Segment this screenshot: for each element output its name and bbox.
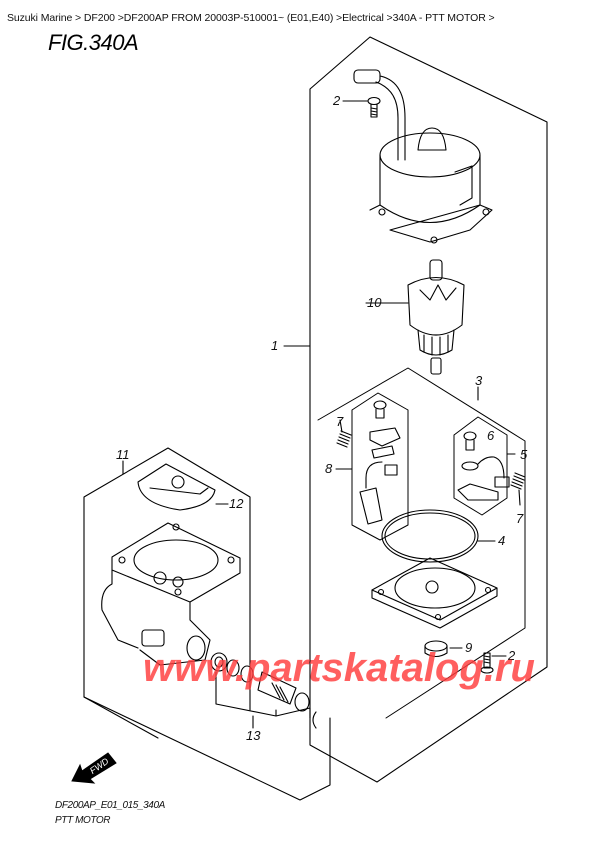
watermark: www.partskatalog.ru: [143, 646, 535, 690]
breadcrumb-link-electrical[interactable]: Electrical: [342, 12, 384, 24]
breadcrumb: Suzuki Marine > DF200 >DF200AP FROM 2000…: [7, 12, 495, 24]
assembly-bracket-3: [317, 367, 526, 719]
breadcrumb-separator: >: [383, 12, 393, 24]
screw-2-top: [367, 96, 381, 118]
spring-7-right: [510, 472, 526, 490]
bolt-2-bottom: [480, 652, 494, 674]
callout-2-bottom[interactable]: 2: [508, 648, 516, 663]
motor-end-plate: [371, 557, 498, 629]
assembly-bracket-11: [83, 447, 251, 711]
spring-7-left: [336, 430, 352, 448]
breadcrumb-link-model[interactable]: DF200AP FROM 20003P-510001~ (E01,E40): [123, 12, 334, 24]
check-valve-13: [210, 652, 317, 729]
breadcrumb-separator: >: [333, 12, 343, 24]
callout-1[interactable]: 1: [271, 338, 279, 353]
callout-10[interactable]: 10: [367, 295, 382, 310]
callout-11[interactable]: 11: [116, 447, 130, 462]
breadcrumb-separator: >: [485, 12, 495, 24]
breadcrumb-link-suzuki-marine[interactable]: Suzuki Marine: [7, 12, 73, 24]
breadcrumb-separator: >: [114, 12, 124, 24]
callout-5[interactable]: 5: [520, 447, 528, 462]
brush-holder-5: [457, 431, 510, 501]
callout-8[interactable]: 8: [325, 461, 333, 476]
brush-holder-8: [359, 400, 401, 525]
figure-title: FIG.340A: [48, 30, 139, 55]
assembly-bracket-13: [83, 696, 331, 801]
callout-7-right[interactable]: 7: [516, 511, 524, 526]
callout-3[interactable]: 3: [475, 373, 483, 388]
armature-10: [407, 259, 465, 375]
callout-9[interactable]: 9: [465, 640, 473, 655]
callout-7-left[interactable]: 7: [336, 414, 344, 429]
callout-6[interactable]: 6: [487, 428, 495, 443]
callout-4[interactable]: 4: [498, 533, 506, 548]
fwd-direction-marker: FWD: [70, 745, 120, 790]
bracket-8: [351, 392, 409, 541]
figure-code: DF200AP_E01_015_340A: [55, 800, 165, 811]
callout-12[interactable]: 12: [229, 496, 244, 511]
fwd-arrow-icon: FWD: [71, 752, 117, 784]
callout-2-top[interactable]: 2: [333, 93, 341, 108]
breadcrumb-separator: >: [72, 12, 84, 24]
motor-yoke: [353, 69, 493, 244]
breadcrumb-link-df200[interactable]: DF200: [83, 12, 115, 24]
figure-name: PTT MOTOR: [55, 815, 111, 826]
callout-13[interactable]: 13: [246, 728, 261, 743]
breadcrumb-link-ptt-motor[interactable]: 340A - PTT MOTOR: [392, 12, 486, 24]
bush-9: [424, 640, 448, 658]
pump-housing: [101, 522, 241, 666]
cover-plate-12: [137, 463, 216, 511]
bracket-5: [453, 416, 508, 516]
o-ring-4: [381, 509, 479, 563]
assembly-bracket-1-outline: [309, 36, 548, 783]
